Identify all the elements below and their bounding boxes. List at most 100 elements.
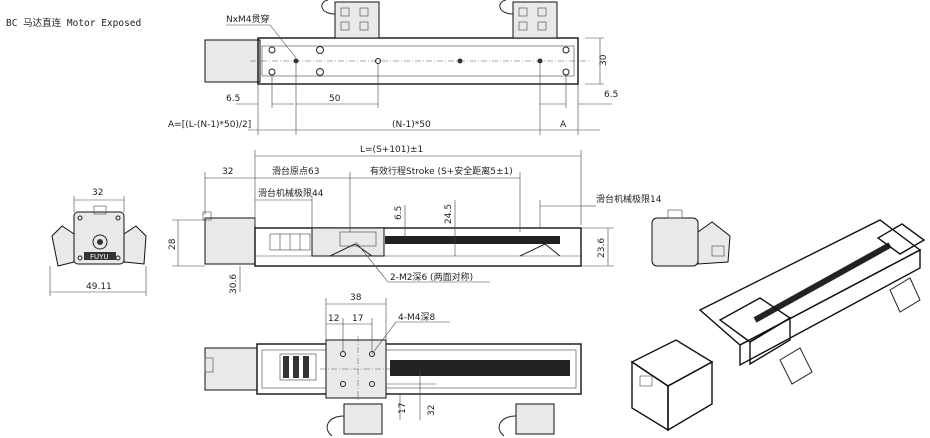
dim-30-6: 30.6 [229,274,239,294]
dim-23-6: 23.6 [597,238,607,258]
end-connector [93,205,107,215]
iso-rail-side [739,248,921,367]
iso-sensor-right [889,277,921,313]
bottom-rail-body [256,343,582,395]
drawing-title: BC 马达直连 Motor Exposed [6,17,141,29]
sensor-hole [359,21,369,31]
dim-28: 28 [168,238,178,250]
sensor-hole [340,21,350,31]
mount-hole [562,46,570,54]
end-screw [115,215,121,221]
iso-sensor-left [779,347,813,385]
sensor-hole [518,21,528,31]
thru-hole [375,58,381,64]
bottom-sensor-cable-right [498,415,517,437]
dim-stroke: 有效行程Stroke (S+安全距离5±1) [370,165,513,177]
bottom-motor-connector [204,357,214,373]
dim-A: A [560,120,567,130]
thru-hole [457,58,463,64]
bottom-rail-inner [261,349,577,389]
thru-hole [537,58,543,64]
bottom-motor [204,347,258,391]
coupling-slot [293,356,299,378]
sensor-cable-left [321,0,336,15]
iso-rail-top [698,219,922,346]
sensor-hole [518,7,528,17]
sensor-hole [537,7,547,17]
iso-end-block [876,223,926,255]
bottom-coupling [279,353,317,381]
end-side-bracket-left [51,225,75,267]
iso-lead-screw [753,242,892,323]
end-side-bracket-right [123,225,147,265]
coupling-slot [303,356,309,378]
end-screw [77,255,83,261]
isometric-view [630,219,926,432]
side-rail-body [254,227,582,267]
dim-12: 12 [328,314,339,324]
m4-hole [340,381,346,387]
end-shaft-center [97,239,103,245]
end-right-face [651,217,699,267]
m4-hole [369,381,375,387]
end-right-connector [667,209,683,219]
leader [355,241,389,283]
dim-pitch: 50 [329,94,341,104]
note-m4: 4-M4深8 [398,312,435,323]
bottom-view: 38 12 17 4-M4深8 17 32 [204,293,582,437]
dim-edge-right: 6.5 [604,90,618,100]
thru-hole [293,58,299,64]
end-logo-plate [84,252,116,260]
dim-origin: 滑台原点63 [272,165,319,177]
dim-A-formula: A=[(L-(N-1)*50)/2] [168,120,251,130]
dim-pitch-total: (N-1)*50 [392,120,431,130]
side-sensor-flag [329,243,373,257]
mount-hole [316,46,324,54]
top-view: NxM4贯穿 30 6.5 50 6.5 A=[(L-(N-1)*50)/2] … [168,0,618,135]
iso-motor-top [630,339,714,387]
side-motor-connector [202,211,212,221]
end-view-right [651,209,731,267]
side-lead-screw [385,236,560,244]
bottom-sensor-cable-left [326,415,345,437]
end-view-left: 32 FUYU 49.11 [49,188,147,296]
sensor-cable-right [499,0,514,15]
note-m2: 2-M2深6 (两面对称) [390,271,473,283]
bottom-sensor-right [515,403,555,435]
top-sensor-block-right [512,1,558,39]
iso-carriage-side [749,316,791,366]
dim-38: 38 [350,293,362,303]
side-view: L=(S+101)±1 32 滑台原点63 有效行程Stroke (S+安全距离… [168,145,662,294]
end-screw [77,215,83,221]
mount-hole [268,46,276,54]
side-carriage [311,227,385,257]
side-motor [204,217,256,265]
dim-end-49: 49.11 [86,282,112,292]
dim-17-top: 17 [352,314,363,324]
dim-17-bottom: 17 [398,403,408,414]
dim-24-5-vert: 24.5 [444,204,454,224]
side-sensor-flag-right [519,243,561,257]
dim-width-30: 30 [599,54,609,66]
dim-motor-32: 32 [222,167,233,177]
mount-hole [268,68,276,76]
iso-motor-side [667,360,713,432]
hole-note: NxM4贯穿 [226,13,270,25]
leader [371,321,397,355]
end-right-sensor [711,245,725,257]
coupling-slot [283,356,289,378]
end-logo: FUYU [90,253,109,261]
dim-total-length: L=(S+101)±1 [360,145,423,155]
dim-6-5-vert: 6.5 [394,206,404,220]
dim-mech-right: 滑台机械极限14 [596,193,662,205]
top-sensor-block-left [334,1,380,39]
leader [269,24,297,59]
iso-motor-connector [639,375,653,387]
bottom-sensor-left [343,403,383,435]
dim-mech-left: 滑台机械极限44 [258,187,324,199]
sensor-hole [340,7,350,17]
end-right-bracket [697,221,731,265]
end-shaft [92,234,108,250]
